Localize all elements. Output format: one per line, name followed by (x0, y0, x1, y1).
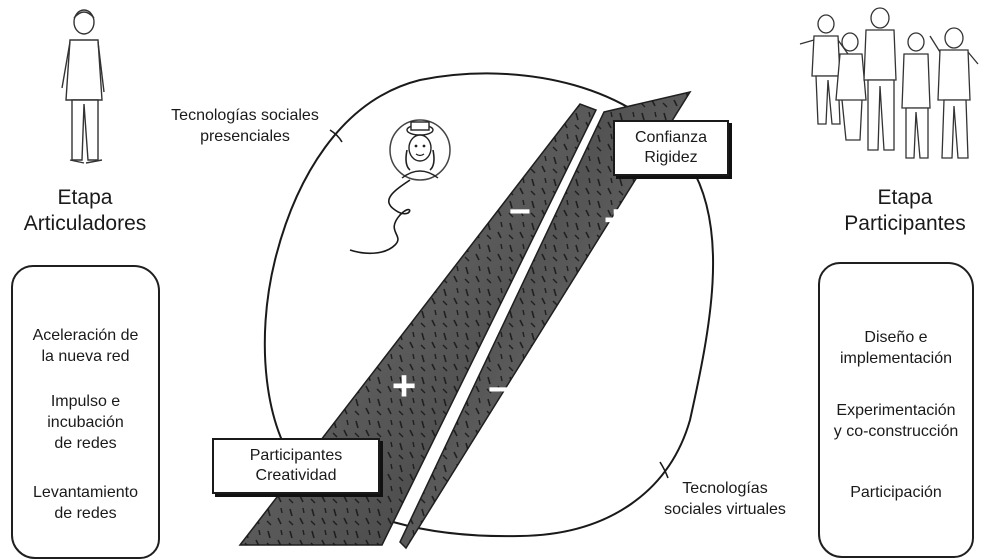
presencial-tech-label: Tecnologías sociales presenciales (150, 105, 340, 147)
left-stage-title: Etapa Articuladores (10, 185, 160, 237)
virtual-tech-label: Tecnologías sociales virtuales (640, 478, 810, 520)
sign-plus-bottom: + (386, 364, 422, 408)
right-stage-item: Experimentación y co-construcción (820, 400, 972, 442)
right-stage-item: Diseño e implementación (820, 327, 972, 369)
portrait-squiggle (350, 180, 410, 253)
left-stage-title-line1: Etapa (10, 185, 160, 211)
articulator-person-icon (62, 10, 104, 163)
participants-creativity-box: Participantes Creatividad (212, 438, 380, 494)
sign-plus-top: + (598, 198, 634, 242)
right-stage-title-line2: Participantes (830, 211, 980, 237)
right-stage-title-line1: Etapa (830, 185, 980, 211)
left-stage-panel: Aceleración de la nueva red Impulso e in… (11, 265, 160, 559)
right-stage-title: Etapa Participantes (830, 185, 980, 237)
sign-minus-top: − (505, 192, 535, 232)
trust-rigidity-box: Confianza Rigidez (613, 120, 729, 176)
left-stage-item: Levantamiento de redes (13, 482, 158, 524)
right-stage-item: Participación (820, 482, 972, 503)
sign-minus-bottom: − (484, 370, 514, 410)
right-stage-panel: Diseño e implementación Experimentación … (818, 262, 974, 558)
left-stage-item: Impulso e incubación de redes (13, 391, 158, 454)
left-stage-title-line2: Articuladores (10, 211, 160, 237)
left-stage-item: Aceleración de la nueva red (13, 325, 158, 367)
participants-group-icon (800, 8, 978, 158)
